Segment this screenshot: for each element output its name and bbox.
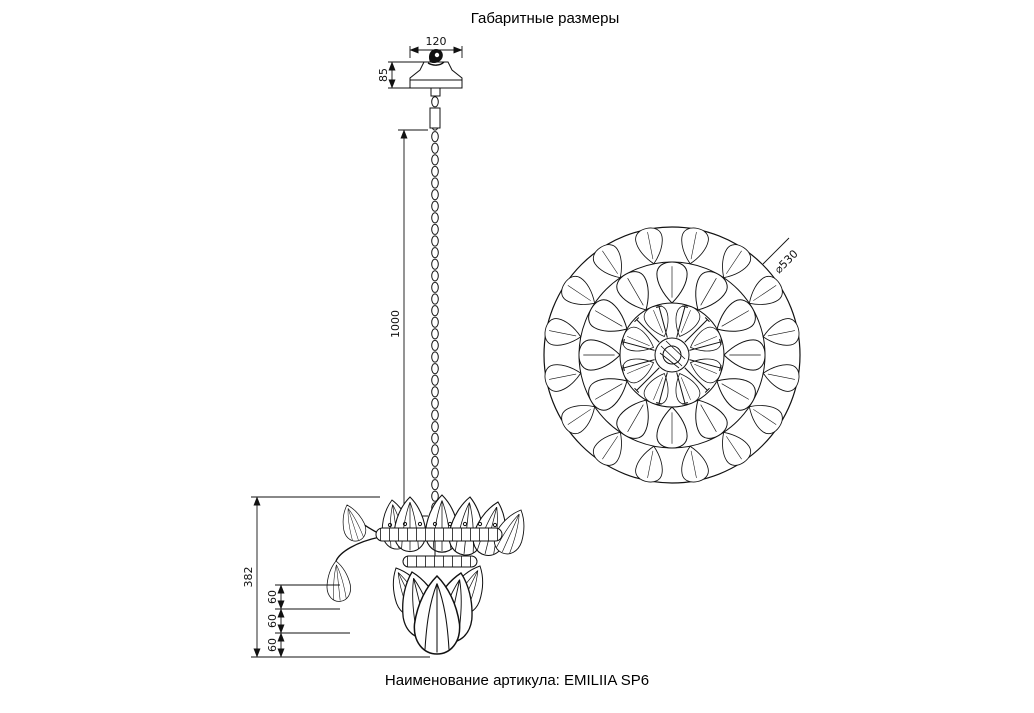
upper-ring xyxy=(375,527,503,542)
top-view: ⌀530 xyxy=(542,225,802,485)
top-view-outline xyxy=(543,226,801,484)
dim-chain-length-label: 1000 xyxy=(389,310,402,338)
canopy xyxy=(409,61,463,97)
central-hub xyxy=(654,337,690,373)
dim-canopy-width-label: 120 xyxy=(426,35,447,48)
dim-diameter-label: ⌀530 xyxy=(772,247,801,276)
dim-chain-length: 1000 xyxy=(389,129,428,517)
dim-canopy-height-label: 85 xyxy=(377,68,390,82)
chain xyxy=(429,96,441,523)
article-caption: Наименование артикула: EMILIIA SP6 xyxy=(384,672,650,689)
dim-canopy-height: 85 xyxy=(377,61,424,89)
side-view: 120 85 1000 xyxy=(242,35,534,658)
chain-connector xyxy=(429,107,441,129)
lower-ring xyxy=(402,555,478,568)
page-title: Габаритные размеры xyxy=(470,10,620,27)
ceiling-hook-icon xyxy=(427,49,445,66)
chandelier-body xyxy=(323,494,534,655)
dim-tier-spacings: 60 60 60 xyxy=(266,584,350,658)
dim-fixture-height-label: 382 xyxy=(242,567,255,588)
dim-tier-1-label: 60 xyxy=(266,590,279,604)
dim-tier-2-label: 60 xyxy=(266,614,279,628)
dim-canopy-width: 120 xyxy=(409,35,463,58)
dim-tier-3-label: 60 xyxy=(266,638,279,652)
